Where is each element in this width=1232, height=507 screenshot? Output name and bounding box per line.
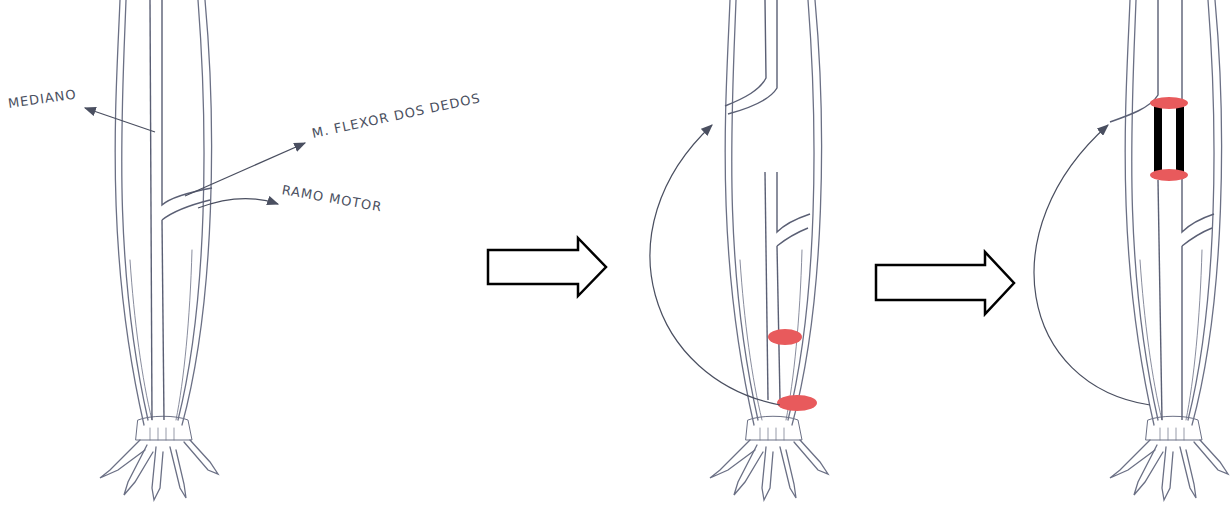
process-arrow xyxy=(876,252,1014,314)
limb-intact xyxy=(100,0,218,500)
suture-mark xyxy=(1150,97,1188,109)
transfer-arrow xyxy=(650,125,780,405)
process-arrow xyxy=(488,238,606,296)
part-label: MEDIANO xyxy=(7,86,78,110)
cut-mark xyxy=(768,329,802,345)
limb-grafted xyxy=(1110,0,1228,500)
part-label: RAMO MOTOR xyxy=(281,182,384,214)
nerve-graft xyxy=(1176,104,1184,176)
leader-lines xyxy=(85,108,305,208)
nerve-graft xyxy=(1154,104,1162,176)
transfer-arrow xyxy=(1034,125,1150,405)
limb-cut xyxy=(710,0,828,500)
cut-mark xyxy=(777,395,817,411)
suture-mark xyxy=(1150,169,1188,181)
part-label: M. FLEXOR DOS DEDOS xyxy=(310,90,482,140)
